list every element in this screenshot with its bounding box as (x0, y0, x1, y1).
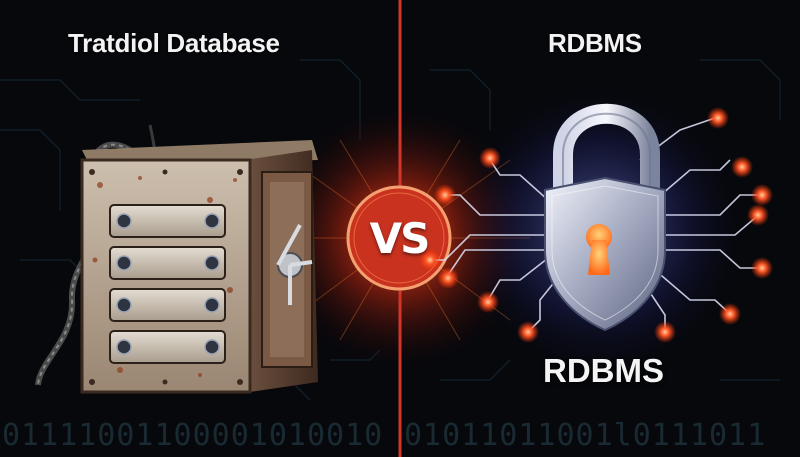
right-title: RDBMS (548, 28, 642, 58)
right-caption: RDBMS (543, 352, 664, 389)
binary-strip-left: 01111001100001010010 (2, 418, 384, 453)
padlock-icon (544, 103, 666, 332)
vs-label: VS (369, 214, 431, 263)
left-title: Tratdiol Database (68, 28, 280, 58)
binary-strip-right: 01011011001l0111011 (404, 418, 767, 453)
circuit-nodes (419, 107, 773, 343)
rusty-safe-icon (35, 124, 318, 394)
